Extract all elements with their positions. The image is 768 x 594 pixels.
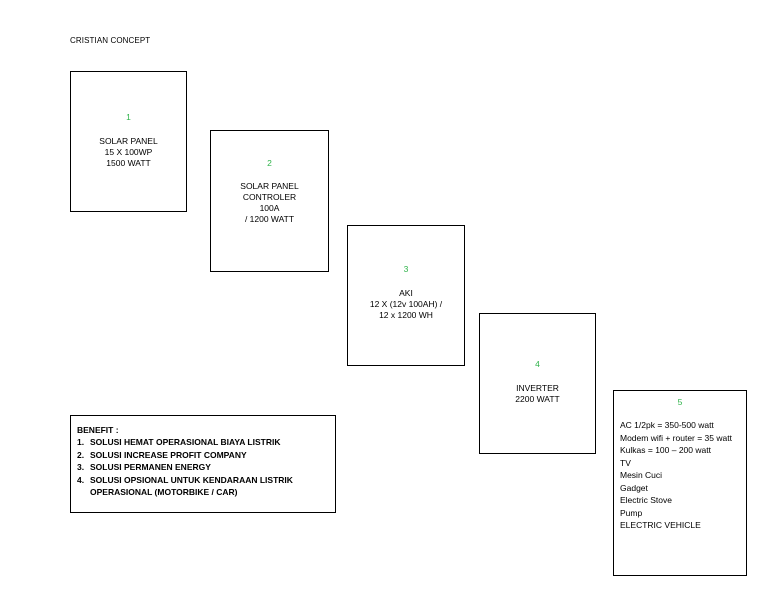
load-item: Electric Stove xyxy=(620,495,672,505)
load-item: Modem wifi + router = 35 watt xyxy=(620,432,732,443)
step-text: INVERTER 2200 WATT xyxy=(484,383,591,405)
step-line: INVERTER xyxy=(516,383,559,393)
step-number: 5 xyxy=(677,397,683,407)
step-text: AKI 12 X (12v 100AH) / 12 x 1200 WH xyxy=(352,288,460,321)
benefit-item: 1. SOLUSI HEMAT OPERASIONAL BIAYA LISTRI… xyxy=(77,436,335,449)
step-number: 4 xyxy=(535,359,540,369)
step-box-loads: 5 AC 1/2pk = 350-500 watt Modem wifi + r… xyxy=(613,390,747,576)
benefit-item-number: 4. xyxy=(77,474,85,485)
benefit-item: 4. SOLUSI OPSIONAL UNTUK KENDARAAN LISTR… xyxy=(77,474,335,499)
step-line: SOLAR PANEL xyxy=(240,181,299,191)
step-box-inverter: 4 INVERTER 2200 WATT xyxy=(479,313,596,454)
step-line: 12 x 1200 WH xyxy=(379,310,433,320)
load-item: Gadget xyxy=(620,482,648,493)
step-line: 100A xyxy=(259,203,280,213)
benefit-item: 3. SOLUSI PERMANEN ENERGY xyxy=(77,461,335,474)
step-line: CONTROLER xyxy=(242,192,297,202)
diagram-title: CRISTIAN CONCEPT xyxy=(70,36,151,45)
step-line: 12 X (12v 100AH) / xyxy=(369,299,443,309)
step-line: 1500 WATT xyxy=(106,158,151,168)
benefit-item-text: SOLUSI HEMAT OPERASIONAL BIAYA LISTRIK xyxy=(90,437,281,447)
load-item: AC 1/2pk = 350-500 watt xyxy=(620,420,714,430)
benefit-title: BENEFIT : xyxy=(77,425,119,435)
load-item: Kulkas = 100 – 200 watt xyxy=(620,445,711,455)
step-text: SOLAR PANEL 15 X 100WP 1500 WATT xyxy=(75,136,182,169)
step-box-solar-controller: 2 SOLAR PANEL CONTROLER 100A / 1200 WATT xyxy=(210,130,329,272)
step-line: 2200 WATT xyxy=(515,394,560,404)
benefit-item-text: SOLUSI OPSIONAL UNTUK KENDARAAN LISTRIK … xyxy=(90,474,293,498)
benefit-item-number: 2. xyxy=(77,449,85,460)
step-line: SOLAR PANEL xyxy=(99,136,158,146)
load-item: Pump xyxy=(620,507,643,518)
load-item: ELECTRIC VEHICLE xyxy=(620,520,701,530)
step-number: 2 xyxy=(267,158,272,168)
benefit-list: 1. SOLUSI HEMAT OPERASIONAL BIAYA LISTRI… xyxy=(77,436,335,499)
loads-list: AC 1/2pk = 350-500 watt Modem wifi + rou… xyxy=(620,419,741,532)
step-box-battery: 3 AKI 12 X (12v 100AH) / 12 x 1200 WH xyxy=(347,225,465,366)
benefit-item-text: SOLUSI INCREASE PROFIT COMPANY xyxy=(90,449,247,460)
step-line: 15 X 100WP xyxy=(104,147,153,157)
step-number: 3 xyxy=(403,264,409,274)
benefit-item-number: 3. xyxy=(77,462,85,472)
benefit-box: BENEFIT : 1. SOLUSI HEMAT OPERASIONAL BI… xyxy=(70,415,336,513)
benefit-item: 2. SOLUSI INCREASE PROFIT COMPANY xyxy=(77,449,335,462)
benefit-item-number: 1. xyxy=(77,437,85,447)
load-item: TV xyxy=(620,457,631,468)
step-line: AKI xyxy=(399,288,413,298)
step-text: SOLAR PANEL CONTROLER 100A / 1200 WATT xyxy=(215,181,324,225)
load-item: Mesin Cuci xyxy=(620,470,663,480)
step-number: 1 xyxy=(126,112,131,122)
step-line: / 1200 WATT xyxy=(244,214,295,224)
benefit-item-text: SOLUSI PERMANEN ENERGY xyxy=(90,462,211,472)
step-box-solar-panel: 1 SOLAR PANEL 15 X 100WP 1500 WATT xyxy=(70,71,187,212)
